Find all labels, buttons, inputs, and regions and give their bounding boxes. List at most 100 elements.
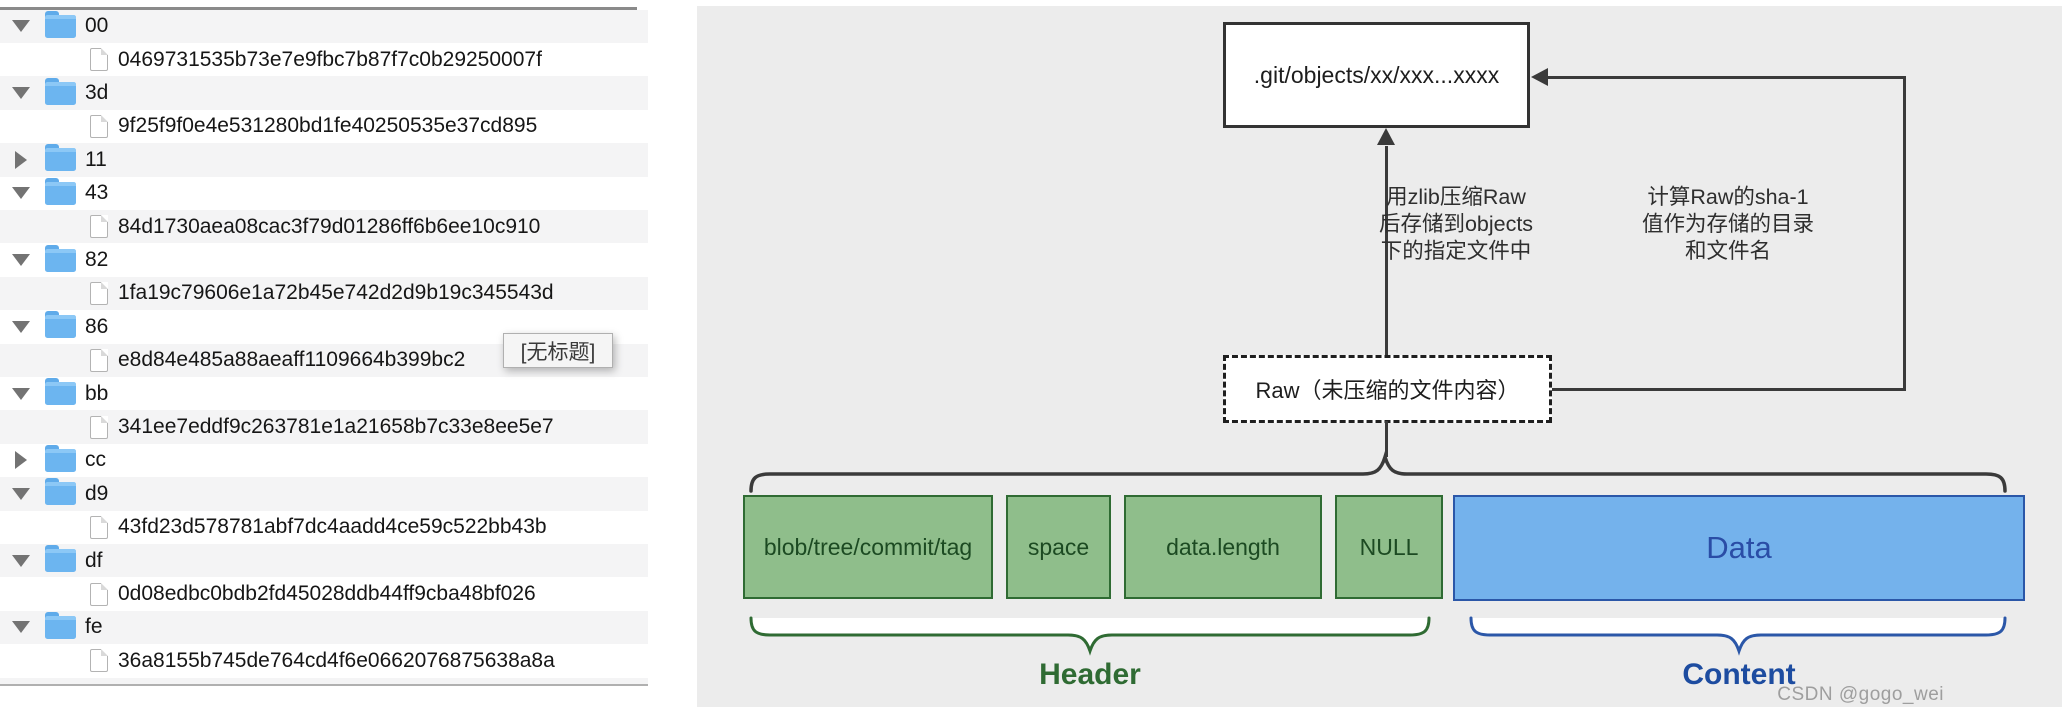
- triangle-glyph: [11, 554, 30, 567]
- disclosure-triangle-expanded-icon[interactable]: [11, 318, 30, 335]
- disclosure-triangle-expanded-icon[interactable]: [11, 185, 30, 202]
- tree-row-folder-fe[interactable]: fe: [0, 610, 648, 645]
- sha1-annotation-line3: 和文件名: [1684, 239, 1771, 263]
- csdn-watermark: CSDN @gogo_wei: [1777, 684, 1944, 705]
- disclosure-triangle-collapsed-icon[interactable]: [12, 150, 29, 169]
- folder-icon: [45, 611, 76, 639]
- file-icon: [90, 348, 108, 372]
- file-icon: [90, 582, 108, 606]
- sha1-annotation-line2: 值作为存储的目录: [1641, 212, 1814, 236]
- file-icon: [90, 415, 108, 439]
- raw-content-text: Raw（未压缩的文件内容）: [1255, 378, 1520, 403]
- zlib-annotation-line3: 下的指定文件中: [1380, 239, 1532, 263]
- triangle-glyph: [11, 621, 30, 634]
- tree-bottom-partial-row: [0, 678, 648, 686]
- folder-icon: [45, 311, 76, 339]
- git-objects-path-text: .git/objects/xx/xxx...xxxx: [1253, 61, 1500, 88]
- disclosure-triangle-expanded-icon[interactable]: [11, 18, 30, 35]
- zlib-arrow-head-icon: [1377, 128, 1395, 145]
- tree-row-file-0d08edbc0bdb2fd45028ddb44ff9cba48bf026[interactable]: 0d08edbc0bdb2fd45028ddb44ff9cba48bf026: [0, 577, 648, 611]
- sha-arrow-head-icon: [1531, 68, 1548, 86]
- folder-icon: [45, 10, 76, 38]
- folder-name: 86: [85, 314, 109, 338]
- tree-row-folder-bb[interactable]: bb: [0, 377, 648, 411]
- tree-row-file-0469731535b73e7e9fbc7b87f7c0b29250007f[interactable]: 0469731535b73e7e9fbc7b87f7c0b29250007f: [0, 43, 648, 77]
- raw-content-box: Raw（未压缩的文件内容）: [1223, 355, 1552, 423]
- folder-icon: [45, 177, 76, 205]
- folder-name: 00: [85, 14, 109, 38]
- triangle-glyph: [14, 150, 27, 169]
- git-object-storage-diagram: .git/objects/xx/xxx...xxxx Raw（未压缩的文件内容）…: [697, 6, 2062, 707]
- tree-row-folder-43[interactable]: 43: [0, 176, 648, 210]
- triangle-glyph: [11, 387, 30, 400]
- triangle-glyph: [11, 487, 30, 500]
- folder-icon: [45, 378, 76, 406]
- zlib-annotation-line1: 用zlib压缩Raw: [1386, 185, 1526, 209]
- file-hash-name: e8d84e485a88aeaff1109664b399bc2: [118, 348, 466, 372]
- folder-name: 43: [85, 181, 109, 205]
- record-top-brace: [749, 451, 2007, 493]
- tree-row-folder-00[interactable]: 00: [0, 9, 648, 43]
- folder-icon: [45, 444, 76, 472]
- folder-name: 11: [85, 147, 107, 171]
- tree-row-folder-d9[interactable]: d9: [0, 477, 648, 511]
- disclosure-triangle-expanded-icon[interactable]: [11, 85, 30, 102]
- sha-connector-right-rail: [1903, 76, 1906, 391]
- file-hash-name: 341ee7eddf9c263781e1a21658b7c33e8ee5e7: [118, 415, 554, 439]
- git-objects-file-tree: 00 0469731535b73e7e9fbc7b87f7c0b29250007f…: [0, 0, 648, 716]
- disclosure-triangle-expanded-icon[interactable]: [11, 252, 30, 269]
- tree-row-file-341ee7eddf9c263781e1a21658b7c33e8ee5e7[interactable]: 341ee7eddf9c263781e1a21658b7c33e8ee5e7: [0, 410, 648, 444]
- disclosure-triangle-expanded-icon[interactable]: [11, 552, 30, 569]
- folder-name: 82: [85, 248, 109, 272]
- disclosure-triangle-expanded-icon[interactable]: [11, 485, 30, 502]
- folder-name: 3d: [85, 81, 109, 105]
- zlib-annotation-line2: 后存储到objects: [1378, 212, 1534, 236]
- sha1-annotation: 计算Raw的sha-1 值作为存储的目录 和文件名: [1623, 184, 1833, 265]
- cell-null-text: NULL: [1359, 533, 1419, 560]
- tree-row-file-43fd23d578781abf7dc4aadd4ce59c522bb43b[interactable]: 43fd23d578781abf7dc4aadd4ce59c522bb43b: [0, 510, 648, 544]
- tooltip-text: [无标题]: [520, 340, 596, 364]
- triangle-glyph: [11, 87, 30, 100]
- cell-space: space: [1006, 495, 1111, 599]
- folder-icon: [45, 478, 76, 506]
- tree-row-folder-3d[interactable]: 3d: [0, 76, 648, 110]
- data-cell: Data: [1453, 495, 2025, 601]
- folder-icon: [45, 144, 76, 172]
- sha-connector-top-line: [1548, 76, 1906, 79]
- tree-row-folder-11[interactable]: 11: [0, 143, 648, 177]
- triangle-glyph: [11, 254, 30, 267]
- cell-blob-tree-commit-tag: blob/tree/commit/tag: [743, 495, 993, 599]
- triangle-glyph: [11, 320, 30, 333]
- file-hash-name: 1fa19c79606e1a72b45e742d2d9b19c345543d: [118, 281, 554, 305]
- tree-row-file-84d1730aea08cac3f79d01286ff6b6ee10c910[interactable]: 84d1730aea08cac3f79d01286ff6b6ee10c910: [0, 210, 648, 244]
- content-underbrace: [1469, 616, 2007, 656]
- untitled-tooltip: [无标题]: [503, 333, 613, 368]
- tree-row-file-1fa19c79606e1a72b45e742d2d9b19c345543d[interactable]: 1fa19c79606e1a72b45e742d2d9b19c345543d: [0, 276, 648, 311]
- tree-row-folder-cc[interactable]: cc: [0, 443, 648, 478]
- file-icon: [90, 215, 108, 239]
- cell-data-length: data.length: [1124, 495, 1322, 599]
- raw-brace-stem-line: [1385, 421, 1388, 457]
- file-icon: [90, 649, 108, 673]
- file-icon: [90, 114, 108, 138]
- file-hash-name: 43fd23d578781abf7dc4aadd4ce59c522bb43b: [118, 515, 547, 539]
- content-label: Content: [1682, 658, 1796, 691]
- disclosure-triangle-expanded-icon[interactable]: [11, 385, 30, 402]
- tree-row-file-36a8155b745de764cd4f6e0662076875638a8a[interactable]: 36a8155b745de764cd4f6e0662076875638a8a: [0, 644, 648, 678]
- file-icon: [90, 281, 108, 305]
- cell-null: NULL: [1335, 495, 1443, 599]
- folder-icon: [45, 77, 76, 105]
- file-hash-name: 84d1730aea08cac3f79d01286ff6b6ee10c910: [118, 214, 541, 238]
- folder-name: fe: [85, 615, 103, 639]
- tree-row-file-9f25f9f0e4e531280bd1fe40250535e37cd895[interactable]: 9f25f9f0e4e531280bd1fe40250535e37cd895: [0, 109, 648, 144]
- sha1-annotation-line1: 计算Raw的sha-1: [1647, 185, 1809, 209]
- tree-row-folder-df[interactable]: df: [0, 544, 648, 578]
- tree-row-folder-82[interactable]: 82: [0, 243, 648, 277]
- triangle-glyph: [14, 451, 27, 470]
- data-cell-text: Data: [1706, 530, 1772, 565]
- folder-name: bb: [85, 381, 109, 405]
- disclosure-triangle-expanded-icon[interactable]: [11, 619, 30, 636]
- file-hash-name: 9f25f9f0e4e531280bd1fe40250535e37cd895: [118, 114, 538, 138]
- disclosure-triangle-collapsed-icon[interactable]: [12, 451, 29, 470]
